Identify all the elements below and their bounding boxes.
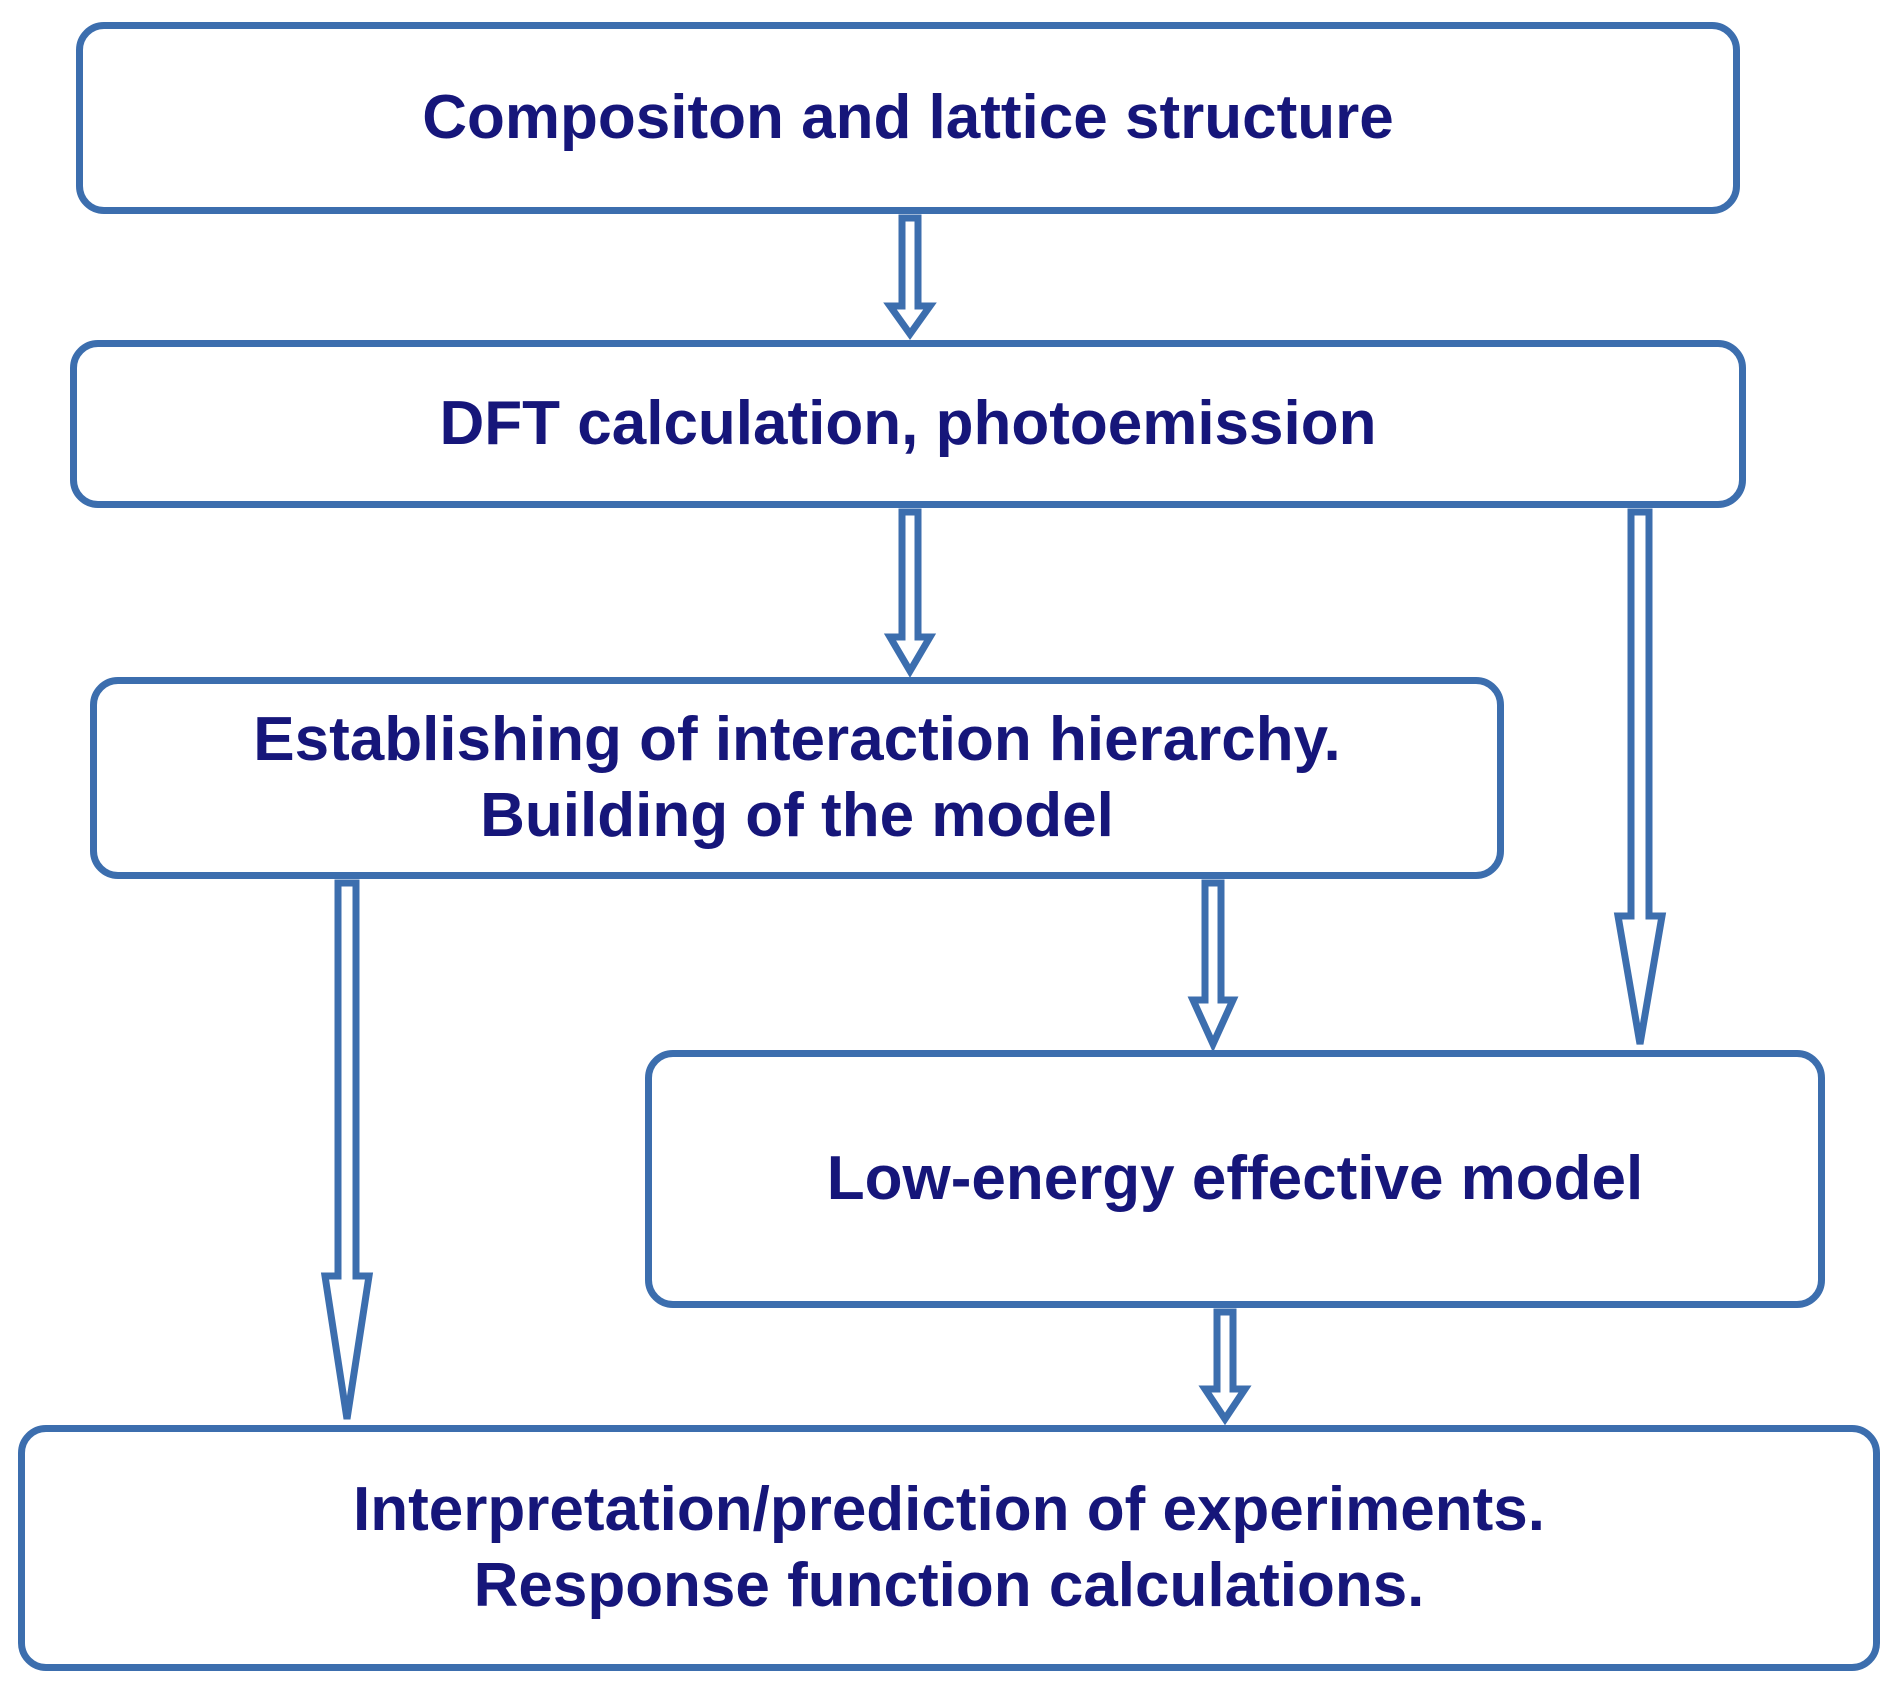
node-interpretation-line-2: Response function calculations. [473,1551,1425,1620]
node-dft-line-1: DFT calculation, photoemission [439,389,1377,458]
node-interpretation: Interpretation/prediction of experiments… [18,1425,1880,1671]
arrow-hierarchy-to-low-energy [1187,879,1239,1053]
arrow-dft-to-low-energy [1613,508,1667,1045]
arrow-dft-to-hierarchy [883,508,937,678]
node-hierarchy-line-1: Establishing of interaction hierarchy. [253,705,1341,774]
node-dft: DFT calculation, photoemission [70,340,1746,508]
node-low-energy-line-1: Low-energy effective model [826,1144,1644,1213]
node-hierarchy: Establishing of interaction hierarchy. B… [90,677,1504,879]
arrow-composition-to-dft [883,214,937,341]
node-hierarchy-line-2: Building of the model [480,781,1114,850]
node-low-energy: Low-energy effective model [645,1050,1825,1308]
node-composition: Compositon and lattice structure [76,22,1740,214]
node-composition-line-1: Compositon and lattice structure [422,83,1394,152]
node-interpretation-line-1: Interpretation/prediction of experiments… [353,1475,1545,1544]
arrow-low-energy-to-interpretation [1198,1308,1252,1426]
arrow-hierarchy-to-interpretation [320,879,374,1420]
